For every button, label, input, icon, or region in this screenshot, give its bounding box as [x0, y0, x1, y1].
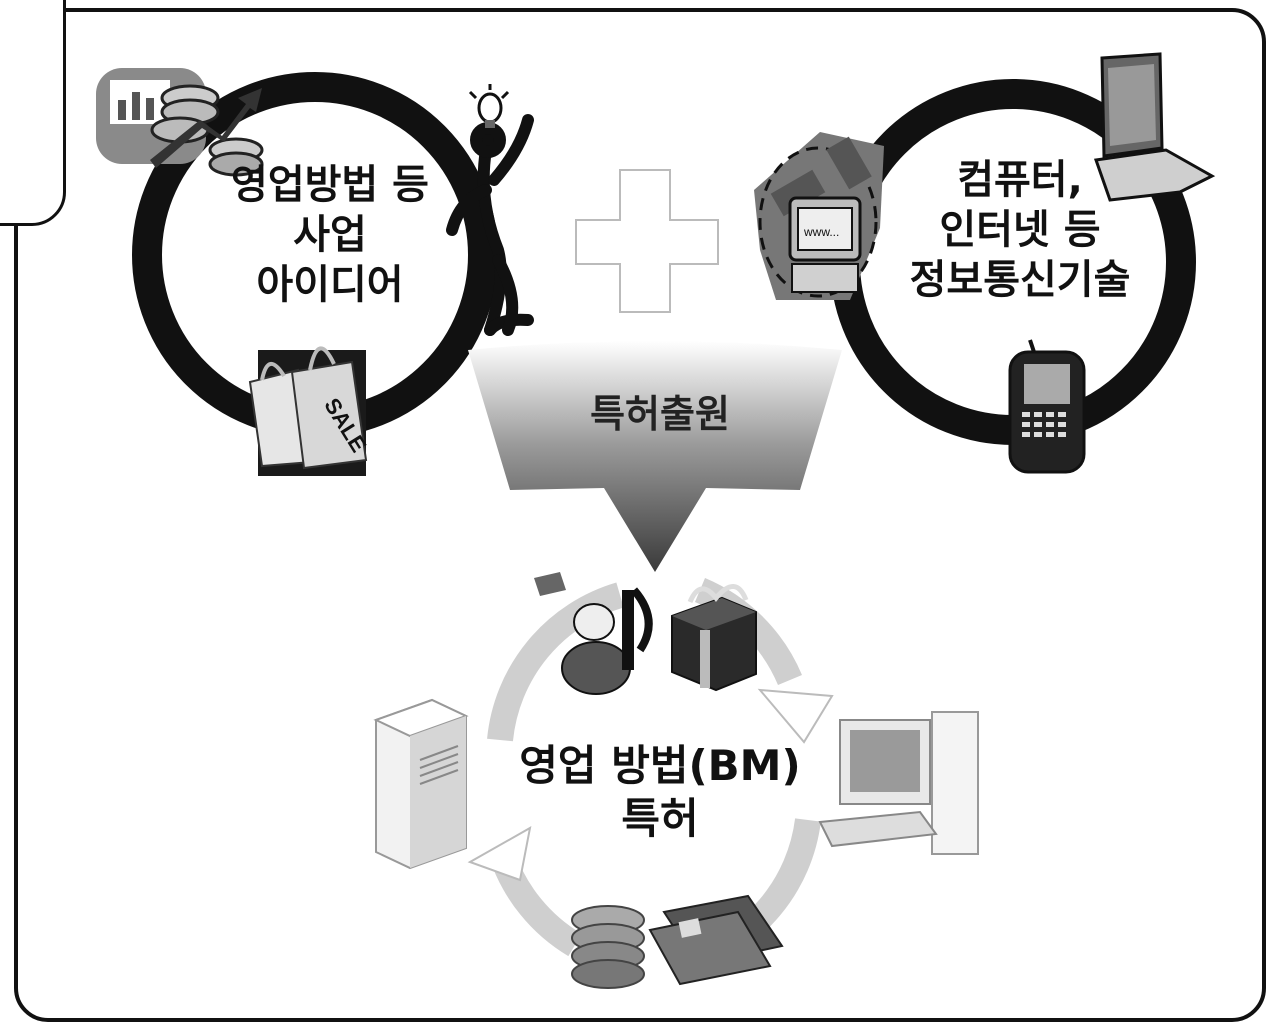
lightbulb-icon: [468, 84, 510, 128]
cycle-arrowheads: [467, 688, 834, 882]
business-idea-label: 영업방법 등 사업 아이디어: [190, 160, 470, 310]
ict-line: 인터넷 등: [939, 207, 1101, 253]
smartphone-icon: [1008, 339, 1086, 474]
plus-icon: [575, 169, 719, 313]
bm-patent-line: 영업 방법(BM): [519, 741, 801, 790]
bm-patent-label: 영업 방법(BM) 특허: [470, 740, 850, 845]
shopping-bags-icon: SALE: [248, 346, 372, 476]
business-idea-line: 사업: [293, 212, 367, 258]
diagram-frame: [14, 8, 1266, 1022]
laptop-icon: [1093, 52, 1216, 202]
ict-line: 컴퓨터,: [957, 157, 1083, 203]
business-idea-line: 아이디어: [256, 262, 404, 308]
ict-line: 정보통신기술: [909, 257, 1131, 303]
gift-box-icon: [671, 584, 757, 692]
desktop-computer-icon: [818, 711, 979, 855]
monitor-screen-text: www...: [803, 225, 839, 239]
internet-network-icon: www...: [754, 132, 884, 300]
finance-chart-icon: [96, 68, 264, 177]
patent-application-arrow: [468, 341, 842, 572]
ict-label: 컴퓨터, 인터넷 등 정보통신기술: [870, 155, 1170, 305]
bm-patent-line: 특허: [621, 793, 699, 843]
business-idea-line: 영업방법 등: [231, 162, 429, 208]
coins-cards-icon: [571, 894, 784, 989]
server-icon: [373, 698, 469, 870]
patent-application-label: 특허출원: [590, 392, 730, 436]
question-tab: ?: [0, 0, 66, 226]
music-icon: [534, 572, 653, 695]
